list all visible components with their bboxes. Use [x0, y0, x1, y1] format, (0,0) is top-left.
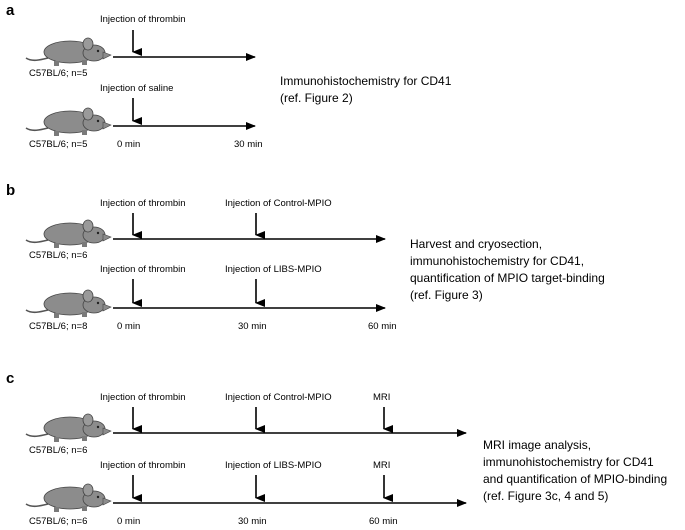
event-label: Injection of thrombin: [100, 198, 186, 209]
outcome-line: and quantification of MPIO-binding: [483, 472, 668, 486]
strain-label: C57BL/6; n=8: [29, 321, 88, 332]
strain-label: C57BL/6; n=6: [29, 445, 88, 456]
event-label: Injection of thrombin: [100, 14, 186, 25]
outcome-line: quantification of MPIO target-binding: [410, 271, 605, 285]
event-label: Injection of LIBS-MPIO: [225, 460, 322, 471]
event-label: Injection of thrombin: [100, 460, 186, 471]
outcome-text: Immunohistochemistry for CD41 (ref. Figu…: [280, 73, 451, 107]
panel-label-b: b: [6, 182, 16, 199]
event-label: Injection of thrombin: [100, 392, 186, 403]
timepoint-label: 60 min: [368, 321, 397, 332]
outcome-line: (ref. Figure 2): [280, 91, 353, 105]
strain-label: C57BL/6; n=5: [29, 139, 88, 150]
mouse-icon: [25, 219, 112, 249]
mouse-icon: [25, 483, 112, 513]
outcome-line: (ref. Figure 3c, 4 and 5): [483, 489, 609, 503]
strain-label: C57BL/6; n=6: [29, 250, 88, 261]
event-label: Injection of LIBS-MPIO: [225, 264, 322, 275]
outcome-text: MRI image analysis, immunohistochemistry…: [483, 437, 667, 505]
timepoint-label: 30 min: [238, 321, 267, 332]
event-label: Injection of thrombin: [100, 264, 186, 275]
outcome-text: Harvest and cryosection, immunohistochem…: [410, 236, 605, 304]
mouse-icon: [25, 289, 112, 319]
panel-label-a: a: [6, 2, 15, 19]
outcome-line: immunohistochemistry for CD41,: [410, 254, 585, 268]
timepoint-label: 60 min: [369, 516, 398, 527]
timepoint-label: 0 min: [117, 516, 141, 527]
timepoint-label: 30 min: [238, 516, 267, 527]
outcome-line: MRI image analysis,: [483, 438, 592, 452]
timepoint-label: 0 min: [117, 139, 141, 150]
timepoint-label: 0 min: [117, 321, 141, 332]
event-label: Injection of saline: [100, 83, 174, 94]
timepoint-label: 30 min: [234, 139, 263, 150]
event-label: Injection of Control-MPIO: [225, 198, 332, 209]
strain-label: C57BL/6; n=5: [29, 68, 88, 79]
outcome-line: (ref. Figure 3): [410, 288, 483, 302]
outcome-line: immunohistochemistry for CD41: [483, 455, 654, 469]
mouse-icon: [25, 107, 112, 137]
outcome-line: Harvest and cryosection,: [410, 237, 543, 251]
mouse-icon: [25, 37, 112, 67]
mouse-icon: [25, 413, 112, 443]
event-label: MRI: [373, 392, 391, 403]
event-label: MRI: [373, 460, 391, 471]
outcome-line: Immunohistochemistry for CD41: [280, 74, 452, 88]
strain-label: C57BL/6; n=6: [29, 516, 88, 527]
event-label: Injection of Control-MPIO: [225, 392, 332, 403]
panel-label-c: c: [6, 370, 15, 387]
